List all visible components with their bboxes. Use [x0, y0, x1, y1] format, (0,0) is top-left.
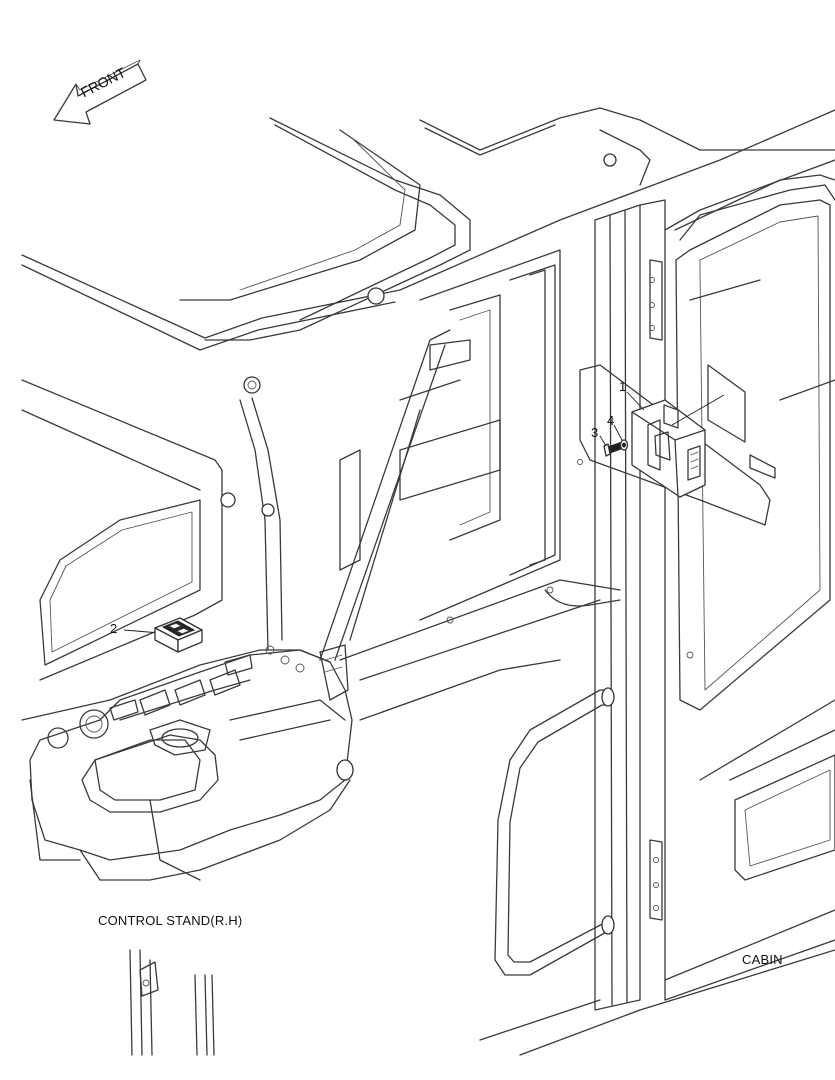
handrail: [494, 687, 615, 976]
part-1-control-module: [631, 394, 725, 498]
callout-leaders: [123, 391, 645, 634]
lower-rails: [129, 949, 215, 1056]
front-pillar: [220, 329, 451, 661]
caption-control-stand: CONTROL STAND(R.H): [98, 913, 243, 928]
callout-part-3: 3: [591, 425, 599, 440]
callout-part-2: 2: [110, 621, 118, 636]
cabin-roof: [21, 107, 835, 394]
front-direction-arrow: [53, 59, 147, 125]
right-door-pillar: [594, 159, 835, 1011]
caption-cabin: CABIN: [742, 952, 783, 967]
part-2-switch: [154, 617, 203, 653]
callout-part-4: 4: [607, 413, 615, 428]
right-side-window: [674, 174, 835, 881]
part-4-washer: [619, 439, 629, 451]
rear-wall-panels: [339, 249, 621, 681]
left-window-frame: [21, 379, 223, 721]
part-3-bolt: [603, 441, 625, 457]
callout-part-1: 1: [619, 379, 627, 394]
control-stand-rh: [29, 644, 354, 881]
cabin-floor: [359, 586, 835, 1056]
